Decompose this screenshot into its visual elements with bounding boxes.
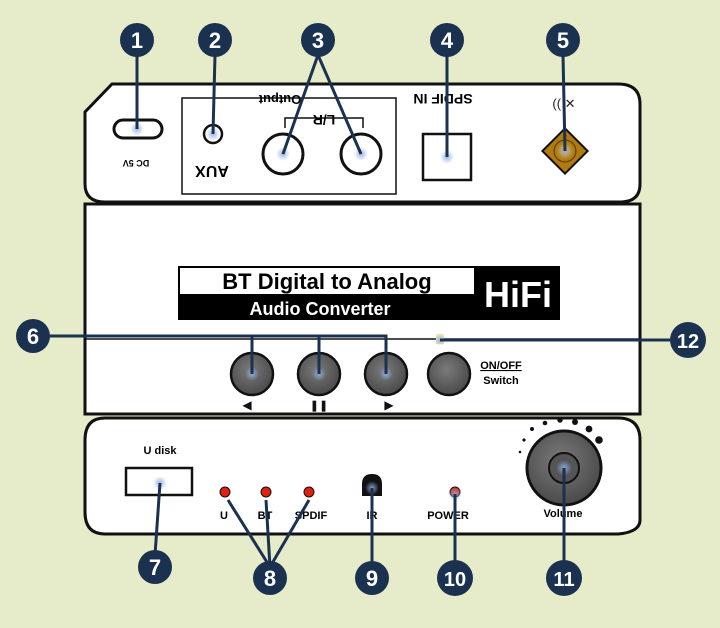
svg-text:7: 7 xyxy=(149,555,161,580)
pause-icon: ❚❚ xyxy=(310,400,328,412)
callout-badge-12: 12 xyxy=(670,322,706,358)
callout-badge-11: 11 xyxy=(546,560,582,596)
bt-led xyxy=(260,486,272,498)
udisk-label: U disk xyxy=(143,445,177,457)
lr-bracket xyxy=(284,117,364,128)
switch-label: Switch xyxy=(483,375,519,387)
callout-badge-2: 2 xyxy=(198,23,232,57)
callout-badge-8: 8 xyxy=(253,561,287,595)
output-label: Output xyxy=(258,92,301,107)
svg-text:12: 12 xyxy=(677,331,699,353)
svg-text:5: 5 xyxy=(557,28,569,53)
svg-text:6: 6 xyxy=(27,324,39,349)
next-icon: ▶ xyxy=(384,398,394,412)
callout-badge-5: 5 xyxy=(546,23,580,57)
onoff-label: ON/OFF xyxy=(480,360,522,372)
spdif-led xyxy=(303,486,315,498)
title-line2: Audio Converter xyxy=(249,299,390,319)
svg-text:8: 8 xyxy=(264,566,276,591)
u-label: U xyxy=(220,510,228,522)
callout-badge-3: 3 xyxy=(301,23,335,57)
prev-icon: ◀ xyxy=(242,398,252,412)
svg-text:1: 1 xyxy=(131,28,143,53)
output-box xyxy=(181,97,397,195)
svg-text:3: 3 xyxy=(312,28,324,53)
callout-badge-7: 7 xyxy=(138,550,172,584)
svg-text:4: 4 xyxy=(441,28,454,53)
callout-lines xyxy=(48,54,688,568)
svg-text:2: 2 xyxy=(209,28,221,53)
power-label: POWER xyxy=(427,510,469,522)
callout-badge-6: 6 xyxy=(16,319,50,353)
hifi-label: HiFi xyxy=(484,274,552,315)
u-led xyxy=(219,486,231,498)
spdif-in-label: SPDIF IN xyxy=(413,91,472,107)
aux-label: AUX xyxy=(195,162,229,179)
lr-label: L/R xyxy=(313,112,336,128)
svg-text:11: 11 xyxy=(553,569,574,591)
svg-text:10: 10 xyxy=(444,569,466,591)
callout-badge-9: 9 xyxy=(355,561,389,595)
dc-label: DC 5V xyxy=(123,158,150,168)
callout-badge-4: 4 xyxy=(430,23,464,57)
callout-badge-1: 1 xyxy=(120,23,154,57)
bottom-panel xyxy=(83,416,642,536)
bt-label: BT xyxy=(258,510,273,522)
onoff-button[interactable] xyxy=(426,351,472,397)
callout-badge-10: 10 xyxy=(437,560,473,596)
title-line1: BT Digital to Analog xyxy=(222,269,431,294)
title-plate-white xyxy=(180,268,474,294)
volume-scale-dots xyxy=(518,417,603,454)
svg-text:9: 9 xyxy=(366,566,378,591)
